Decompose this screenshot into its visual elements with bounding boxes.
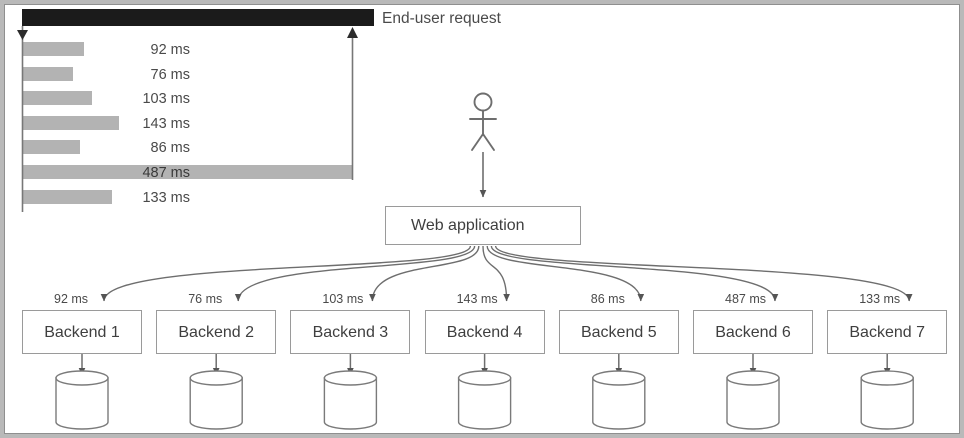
latency-bar-label: 86 ms [150, 140, 191, 157]
database-cylinder-3 [323, 354, 378, 430]
backend-box-4[interactable] [424, 310, 545, 354]
backend-latency-label: 133 ms [859, 292, 901, 306]
backend-latency-label: 103 ms [322, 292, 364, 306]
timeline-end-line [347, 27, 358, 180]
latency-bar-label: 76 ms [150, 66, 191, 83]
latency-bar [22, 115, 119, 130]
backend-latency-label: 487 ms [725, 292, 766, 306]
web-application-box[interactable] [385, 206, 581, 245]
webapp-to-backend-arrow [482, 245, 510, 302]
database-cylinder-6 [726, 354, 780, 430]
end-user-request-total-bar [22, 9, 374, 26]
latency-bar [22, 66, 74, 81]
backend-box-5[interactable] [558, 310, 679, 354]
database-cylinder-7 [860, 354, 914, 430]
latency-bar [22, 189, 113, 204]
backend-box-2[interactable] [156, 310, 277, 354]
webapp-to-backend-arrow [486, 245, 645, 302]
backend-box-1[interactable] [22, 310, 142, 354]
webapp-to-backend-arrows [100, 245, 913, 302]
webapp-to-backend-arrow [369, 245, 480, 302]
webapp-to-backend-arrow [490, 245, 779, 302]
latency-bar-label: 103 ms [142, 91, 190, 108]
latency-bar [22, 165, 352, 179]
backend-label: Backend 3 [312, 324, 389, 341]
backend-latency-label: 76 ms [188, 292, 223, 306]
latency-bar-label: 92 ms [150, 42, 191, 58]
latency-bar-label: 133 ms [142, 189, 190, 206]
database-cylinder-4 [457, 354, 512, 430]
backend-box-6[interactable] [693, 310, 813, 354]
backend-label: Backend 4 [446, 324, 523, 341]
database-cylinder-1 [55, 354, 109, 430]
backend-label: Backend 7 [849, 324, 925, 341]
latency-bar [22, 140, 81, 155]
timeline-start-line [17, 26, 28, 212]
backend-label: Backend 6 [715, 324, 791, 341]
backend-box-7[interactable] [827, 310, 948, 354]
database-cylinder-2 [189, 354, 243, 430]
backend-box-3[interactable] [290, 310, 411, 354]
backend-latency-label: 92 ms [54, 292, 89, 306]
user-actor-icon [469, 92, 497, 151]
webapp-to-backend-arrow [100, 245, 472, 302]
latency-bar-label: 487 ms [142, 165, 190, 181]
latency-bar [22, 91, 92, 106]
database-cylinder-5 [592, 354, 646, 430]
latency-bar [22, 42, 85, 56]
backend-latency-label: 143 ms [456, 292, 498, 306]
backend-latency-label: 86 ms [590, 292, 625, 306]
backend-label: Backend 2 [178, 324, 254, 341]
backend-database-group [55, 354, 914, 430]
latency-bar-label: 143 ms [142, 115, 190, 132]
backend-label: Backend 1 [44, 324, 120, 341]
web-application-label: Web application [411, 217, 525, 234]
backend-label: Backend 5 [580, 324, 657, 341]
webapp-to-backend-arrow [494, 245, 913, 302]
webapp-to-backend-arrow [234, 245, 476, 302]
end-user-request-label: End-user request [382, 10, 501, 27]
